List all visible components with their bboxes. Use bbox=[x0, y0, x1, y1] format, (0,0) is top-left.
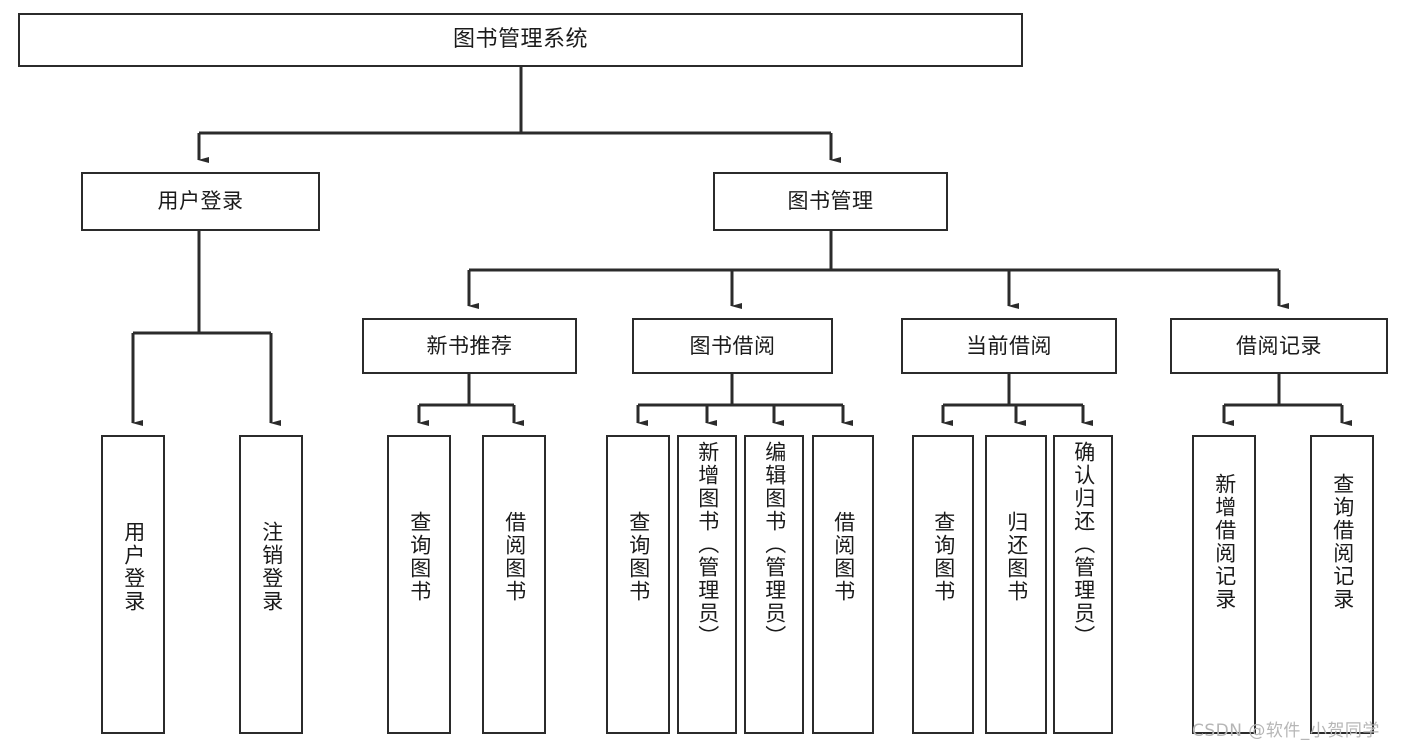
node-root[interactable]: 图书管理系统 bbox=[18, 13, 1023, 67]
node-leaf-edit-book-label: 编辑图书（管理员） bbox=[762, 441, 787, 648]
node-user-login[interactable]: 用户登录 bbox=[81, 172, 320, 231]
node-leaf-query-book-1-label: 查询图书 bbox=[407, 511, 432, 603]
node-leaf-query-book-3[interactable]: 查询图书 bbox=[912, 435, 974, 734]
node-current-borrow-label: 当前借阅 bbox=[966, 333, 1052, 358]
node-leaf-user-logout-label: 注销登录 bbox=[259, 521, 284, 613]
node-leaf-query-book-3-label: 查询图书 bbox=[931, 511, 956, 603]
node-borrow-record-label: 借阅记录 bbox=[1236, 333, 1322, 358]
node-book-borrow[interactable]: 图书借阅 bbox=[632, 318, 833, 374]
node-leaf-borrow-book-1-label: 借阅图书 bbox=[502, 511, 527, 603]
node-leaf-add-book-label: 新增图书（管理员） bbox=[695, 441, 720, 648]
node-leaf-user-login[interactable]: 用户登录 bbox=[101, 435, 165, 734]
node-leaf-user-logout[interactable]: 注销登录 bbox=[239, 435, 303, 734]
node-leaf-query-record-label: 查询借阅记录 bbox=[1330, 473, 1355, 611]
node-leaf-add-record[interactable]: 新增借阅记录 bbox=[1192, 435, 1256, 734]
node-current-borrow[interactable]: 当前借阅 bbox=[901, 318, 1117, 374]
node-new-book-recommend[interactable]: 新书推荐 bbox=[362, 318, 577, 374]
node-borrow-record[interactable]: 借阅记录 bbox=[1170, 318, 1388, 374]
node-leaf-query-book-1[interactable]: 查询图书 bbox=[387, 435, 451, 734]
node-leaf-borrow-book-2[interactable]: 借阅图书 bbox=[812, 435, 874, 734]
node-leaf-return-book[interactable]: 归还图书 bbox=[985, 435, 1047, 734]
node-leaf-return-book-label: 归还图书 bbox=[1004, 511, 1029, 603]
node-new-book-recommend-label: 新书推荐 bbox=[426, 333, 513, 358]
node-leaf-query-book-2-label: 查询图书 bbox=[626, 511, 651, 603]
node-root-label: 图书管理系统 bbox=[452, 27, 588, 53]
node-leaf-add-record-label: 新增借阅记录 bbox=[1212, 473, 1237, 611]
node-leaf-confirm-return[interactable]: 确认归还（管理员） bbox=[1053, 435, 1113, 734]
node-leaf-query-record[interactable]: 查询借阅记录 bbox=[1310, 435, 1374, 734]
node-book-management[interactable]: 图书管理 bbox=[713, 172, 948, 231]
node-leaf-edit-book[interactable]: 编辑图书（管理员） bbox=[744, 435, 804, 734]
node-leaf-confirm-return-label: 确认归还（管理员） bbox=[1071, 441, 1096, 648]
node-leaf-borrow-book-1[interactable]: 借阅图书 bbox=[482, 435, 546, 734]
node-leaf-borrow-book-2-label: 借阅图书 bbox=[831, 511, 856, 603]
node-book-management-label: 图书管理 bbox=[787, 189, 874, 214]
node-book-borrow-label: 图书借阅 bbox=[689, 333, 776, 358]
node-leaf-add-book[interactable]: 新增图书（管理员） bbox=[677, 435, 737, 734]
node-user-login-label: 用户登录 bbox=[157, 189, 244, 214]
csdn-watermark: CSDN @软件_小贺同学 bbox=[1192, 721, 1380, 741]
node-leaf-query-book-2[interactable]: 查询图书 bbox=[606, 435, 670, 734]
node-leaf-user-login-label: 用户登录 bbox=[121, 521, 146, 613]
